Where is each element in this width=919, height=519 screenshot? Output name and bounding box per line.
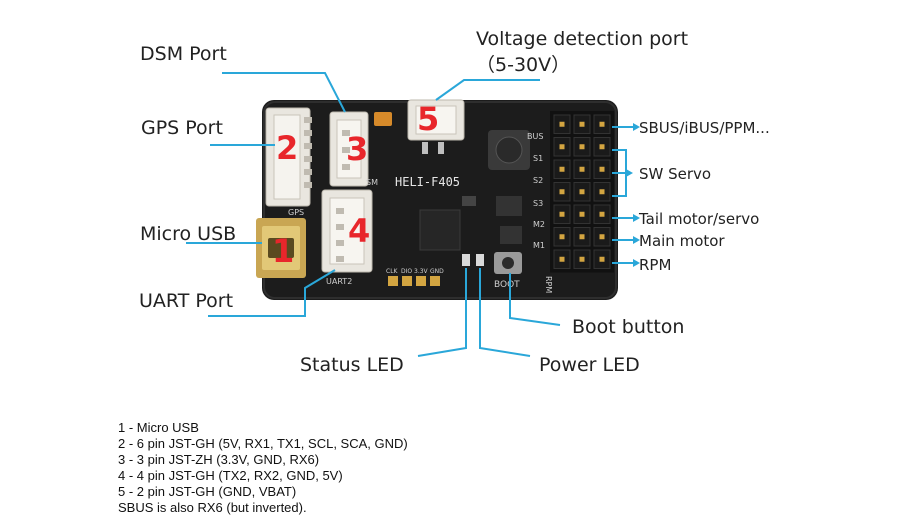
leader-dsm: [222, 72, 346, 113]
label-voltage-line1: Voltage detection port: [476, 28, 688, 50]
silk-pad-clk: CLK: [386, 268, 399, 275]
header-pin: [579, 189, 585, 195]
silk-pad-3v3: 3.3V: [414, 268, 429, 275]
capacitor: [374, 112, 392, 126]
note-line: 3 - 3 pin JST-ZH (3.3V, GND, RX6): [118, 452, 320, 467]
header-pin: [579, 256, 585, 262]
silk-rpm: RPM: [544, 276, 553, 293]
header-pin: [579, 234, 585, 240]
number-4: 4: [348, 212, 370, 250]
silk-gps: GPS: [288, 208, 304, 217]
header-pin: [559, 256, 565, 262]
header-pin: [579, 166, 585, 172]
leader-arrows: [626, 123, 640, 267]
header-pin: [559, 121, 565, 127]
header-pin: [559, 166, 565, 172]
label-voltage-line2: （5-30V）: [476, 54, 570, 76]
header-pin: [579, 121, 585, 127]
header-pin: [599, 166, 605, 172]
gps-connector: [265, 107, 312, 207]
note-line: SBUS is also RX6 (but inverted).: [118, 500, 307, 515]
connector-notes: 1 - Micro USB 2 - 6 pin JST-GH (5V, RX1,…: [118, 420, 408, 516]
number-1: 1: [272, 232, 294, 270]
number-3: 3: [346, 130, 368, 168]
header-pin: [559, 234, 565, 240]
label-sw-servo: SW Servo: [639, 165, 711, 183]
silk-pin-m1: M1: [533, 241, 545, 250]
micro-usb-connector: [256, 218, 306, 278]
leader-voltage: [435, 79, 540, 101]
header-pin: [559, 189, 565, 195]
header-pin: [599, 256, 605, 262]
number-5: 5: [417, 100, 439, 138]
label-sbus: SBUS/iBUS/PPM...: [639, 119, 770, 137]
label-dsm-port: DSM Port: [140, 43, 227, 65]
label-main-motor: Main motor: [639, 232, 725, 250]
note-line: 5 - 2 pin JST-GH (GND, VBAT): [118, 484, 297, 499]
status-led-part: [462, 254, 470, 266]
servo-pin-header: [550, 111, 614, 273]
note-line: 2 - 6 pin JST-GH (5V, RX1, TX1, SCL, SCA…: [118, 436, 408, 451]
silk-pin-s2: S2: [533, 176, 543, 185]
silk-pin-bus: BUS: [527, 132, 543, 141]
label-status-led: Status LED: [300, 354, 404, 376]
uart2-connector: [321, 189, 373, 273]
header-pin: [559, 211, 565, 217]
dsm-connector: [329, 111, 369, 187]
power-led-part: [476, 254, 484, 266]
silk-pin-s3: S3: [533, 199, 543, 208]
header-pin: [599, 144, 605, 150]
label-power-led: Power LED: [539, 354, 640, 376]
label-micro-usb: Micro USB: [140, 223, 236, 245]
label-boot-button: Boot button: [572, 316, 684, 338]
note-line: 1 - Micro USB: [118, 420, 199, 435]
header-pin: [579, 211, 585, 217]
silk-pad-dio: DIO: [401, 268, 412, 275]
voltage-connector: [407, 99, 465, 154]
board-name: HELI-F405: [395, 175, 460, 189]
header-pin: [579, 144, 585, 150]
leader-uart: [208, 269, 336, 317]
note-line: 4 - 4 pin JST-GH (TX2, RX2, GND, 5V): [118, 468, 343, 483]
label-tail-motor: Tail motor/servo: [638, 210, 759, 228]
number-2: 2: [276, 129, 298, 167]
label-uart-port: UART Port: [139, 290, 233, 312]
silk-boot: BOOT: [494, 280, 520, 290]
leader-boot: [509, 273, 561, 326]
boot-button-part: [494, 252, 522, 274]
header-pin: [599, 189, 605, 195]
label-rpm: RPM: [639, 256, 671, 274]
leader-status: [417, 268, 467, 357]
silk-uart2: UART2: [326, 277, 352, 286]
header-pin: [599, 121, 605, 127]
silk-pin-m2: M2: [533, 220, 545, 229]
leader-power: [479, 268, 531, 357]
header-pin: [599, 234, 605, 240]
debug-pads: [388, 276, 440, 286]
leader-lines: [186, 72, 633, 357]
silk-pin-s1: S1: [533, 154, 543, 163]
header-pin: [599, 211, 605, 217]
label-gps-port: GPS Port: [141, 117, 223, 139]
silk-pad-gnd: GND: [430, 268, 444, 275]
silk-sm: SM: [366, 178, 378, 187]
header-pin: [559, 144, 565, 150]
